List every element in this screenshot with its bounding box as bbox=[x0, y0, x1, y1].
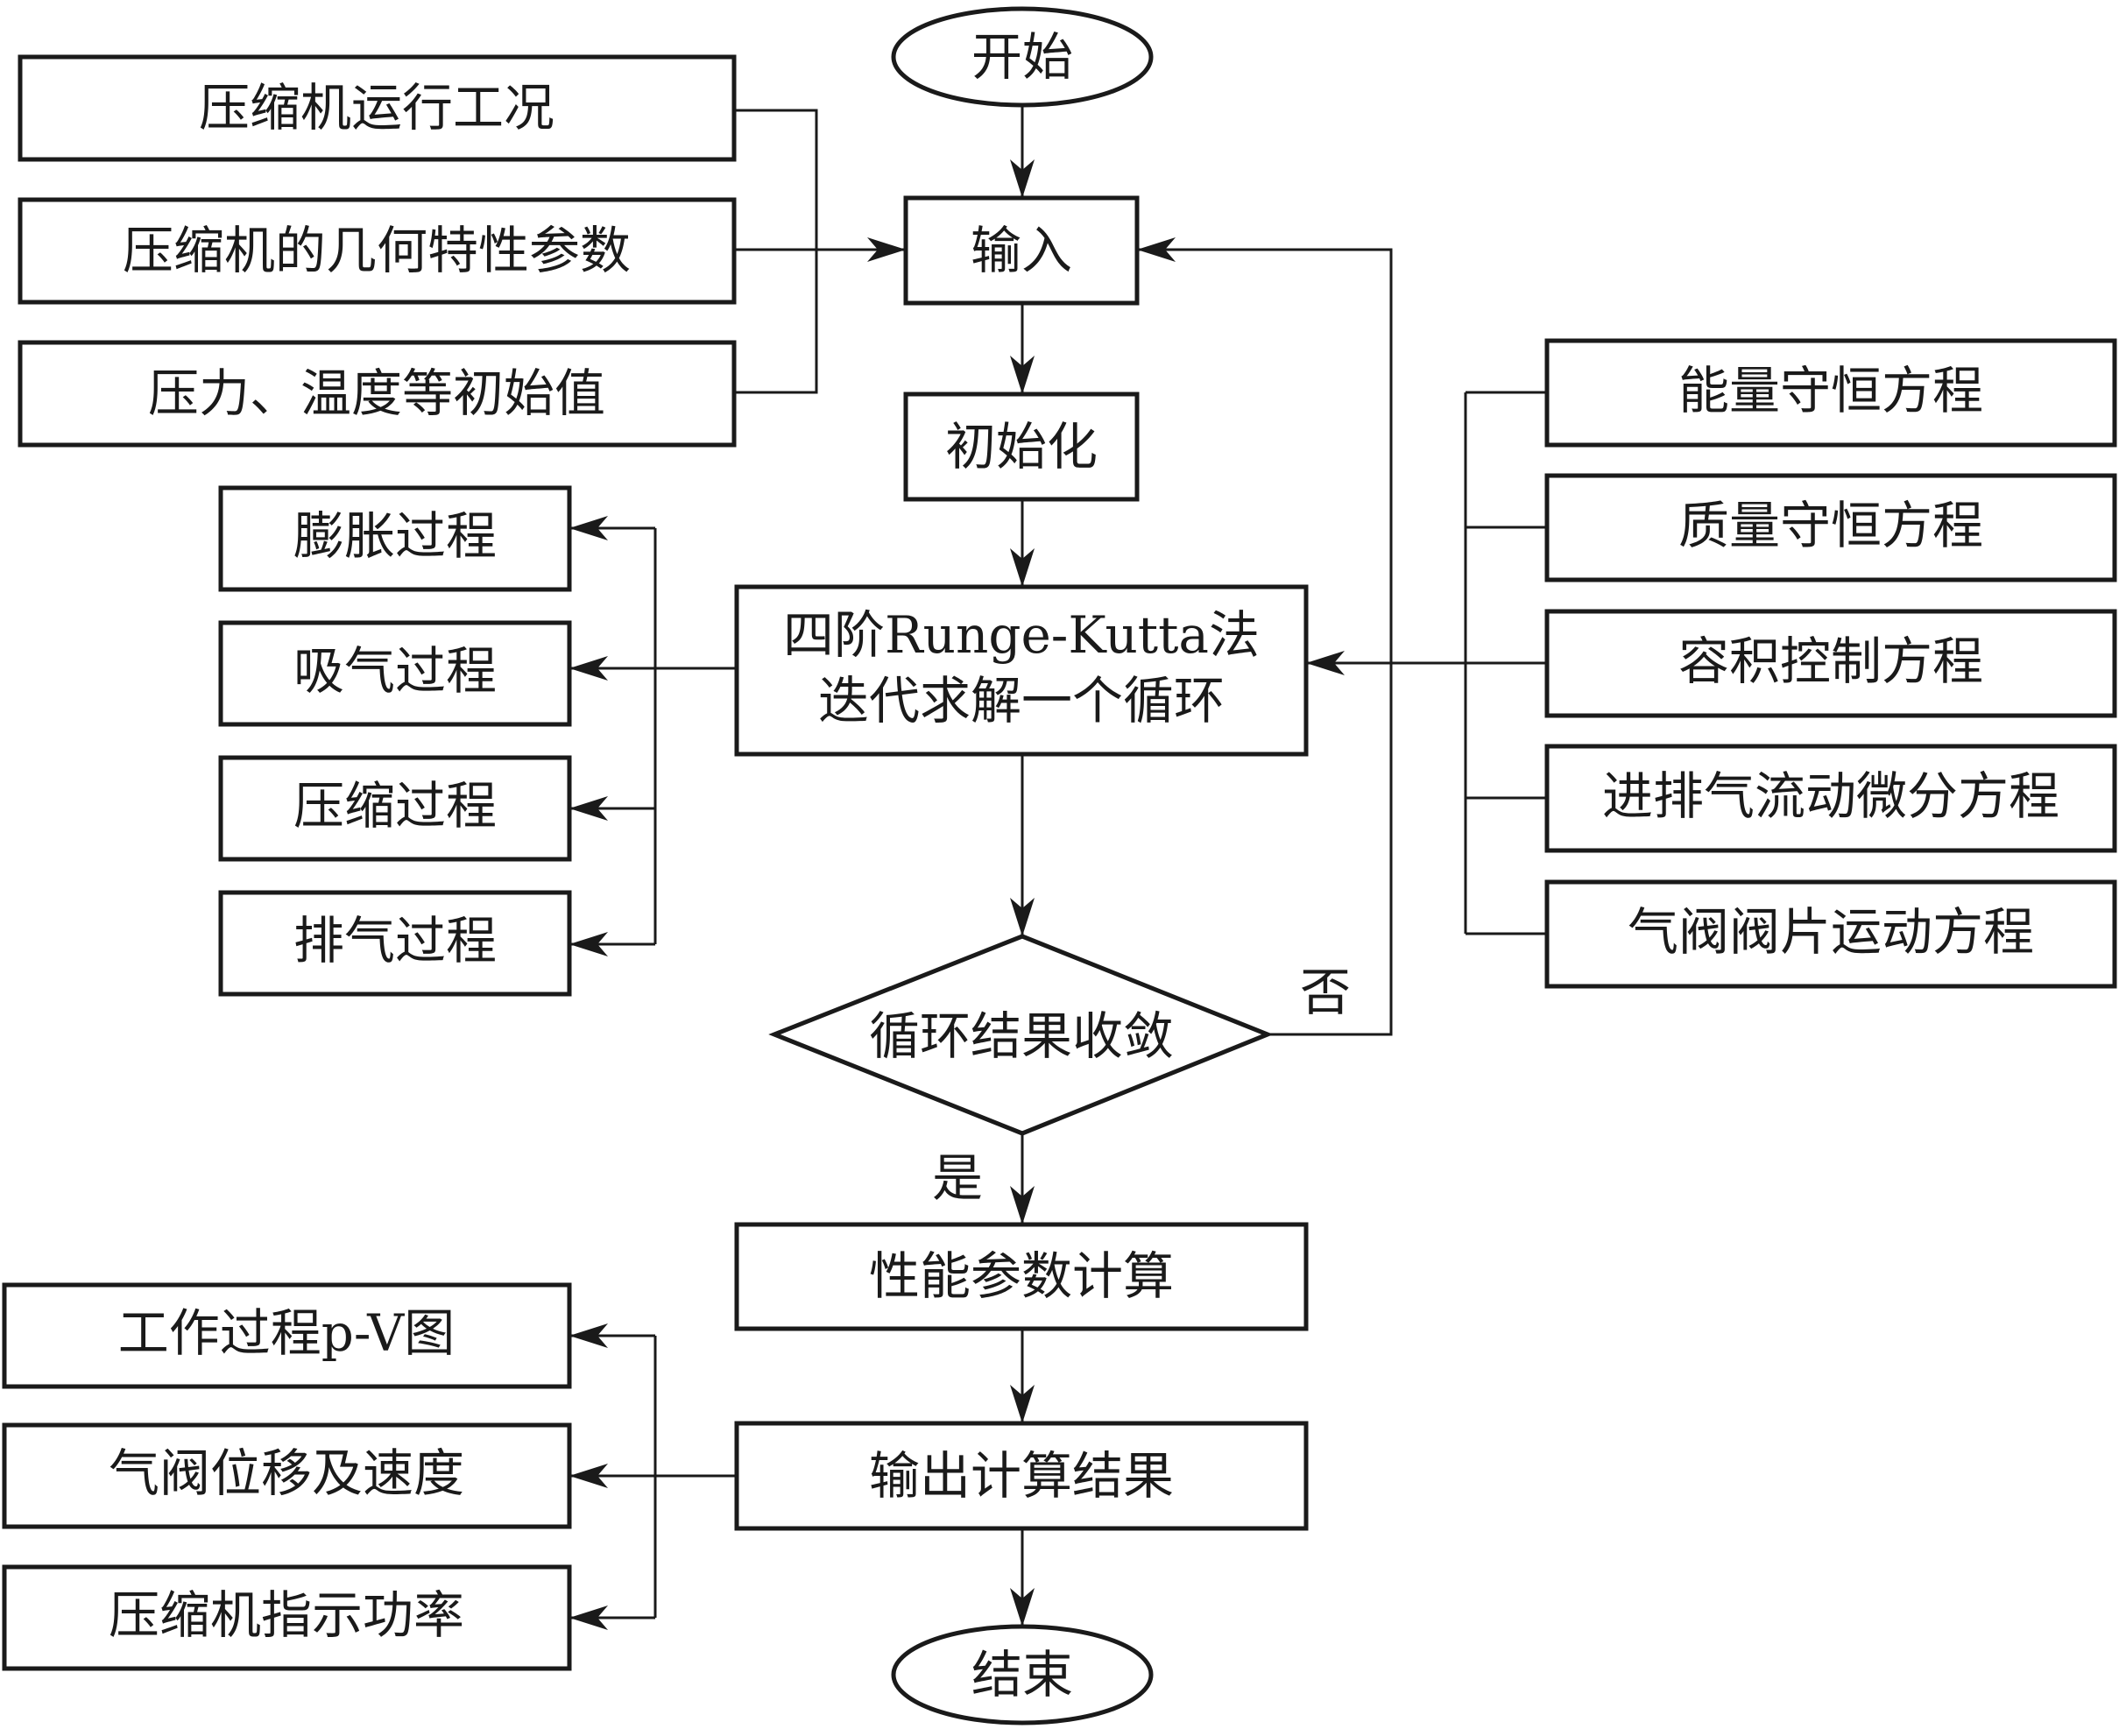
equation-4: 进排气流动微分方程 bbox=[1544, 744, 2117, 853]
input-source-label: 压力、温度等初始值 bbox=[148, 363, 605, 423]
solver-label-line1: 四阶Runge-Kutta法 bbox=[783, 605, 1260, 665]
equation-label: 气阀阀片运动方程 bbox=[1628, 902, 2034, 962]
process-1: 膨胀过程 bbox=[218, 485, 572, 592]
output-label: 输出计算结果 bbox=[869, 1446, 1174, 1506]
equation-1: 能量守恒方程 bbox=[1544, 338, 2117, 448]
init-label: 初始化 bbox=[945, 417, 1098, 476]
input-source-2: 压缩机的几何特性参数 bbox=[18, 197, 737, 305]
decision-no-label: 否 bbox=[1300, 963, 1351, 1022]
output-result-label: 工作过程p-V图 bbox=[118, 1303, 455, 1363]
input-sources-bracket bbox=[734, 109, 818, 394]
end-node: 结束 bbox=[891, 1624, 1154, 1725]
equation-label: 能量守恒方程 bbox=[1678, 361, 1983, 420]
process-label: 排气过程 bbox=[293, 911, 497, 970]
arrow-decision-no-loop bbox=[1137, 237, 1393, 1036]
output-result-1: 工作过程p-V图 bbox=[2, 1282, 572, 1389]
equation-3: 容积控制方程 bbox=[1544, 609, 2117, 718]
start-node: 开始 bbox=[891, 6, 1154, 108]
solver-node: 四阶Runge-Kutta法 迭代求解一个循环 bbox=[734, 584, 1309, 757]
equation-label: 质量守恒方程 bbox=[1678, 496, 1983, 555]
output-result-label: 压缩机指示功率 bbox=[109, 1585, 464, 1645]
output-result-3: 压缩机指示功率 bbox=[2, 1564, 572, 1671]
input-source-label: 压缩机的几何特性参数 bbox=[123, 221, 631, 280]
equation-2: 质量守恒方程 bbox=[1544, 473, 2117, 582]
process-label: 吸气过程 bbox=[293, 641, 497, 701]
process-2: 吸气过程 bbox=[218, 620, 572, 727]
decision-label: 循环结果收敛 bbox=[869, 1006, 1174, 1066]
solver-label-line2: 迭代求解一个循环 bbox=[818, 671, 1225, 730]
init-node: 初始化 bbox=[903, 392, 1140, 502]
process-4: 排气过程 bbox=[218, 890, 572, 997]
input-source-1: 压缩机运行工况 bbox=[18, 54, 737, 162]
input-node: 输入 bbox=[903, 195, 1140, 306]
start-label: 开始 bbox=[971, 27, 1073, 87]
input-source-3: 压力、温度等初始值 bbox=[18, 340, 737, 448]
process-label: 压缩过程 bbox=[293, 776, 497, 836]
input-label: 输入 bbox=[971, 221, 1072, 280]
equation-5: 气阀阀片运动方程 bbox=[1544, 879, 2117, 989]
equation-label: 进排气流动微分方程 bbox=[1602, 766, 2059, 826]
equation-label: 容积控制方程 bbox=[1678, 632, 1983, 691]
decision-node: 循环结果收敛 bbox=[768, 934, 1274, 1136]
decision-yes-label: 是 bbox=[932, 1148, 983, 1208]
performance-label: 性能参数计算 bbox=[869, 1246, 1174, 1306]
output-result-2: 气阀位移及速度 bbox=[2, 1422, 572, 1529]
connectors bbox=[569, 105, 1547, 1630]
output-node: 输出计算结果 bbox=[734, 1421, 1309, 1531]
output-result-label: 气阀位移及速度 bbox=[109, 1443, 464, 1503]
process-3: 压缩过程 bbox=[218, 755, 572, 862]
performance-node: 性能参数计算 bbox=[734, 1222, 1309, 1331]
end-label: 结束 bbox=[971, 1645, 1073, 1704]
process-label: 膨胀过程 bbox=[293, 506, 497, 566]
input-source-label: 压缩机运行工况 bbox=[199, 78, 554, 138]
